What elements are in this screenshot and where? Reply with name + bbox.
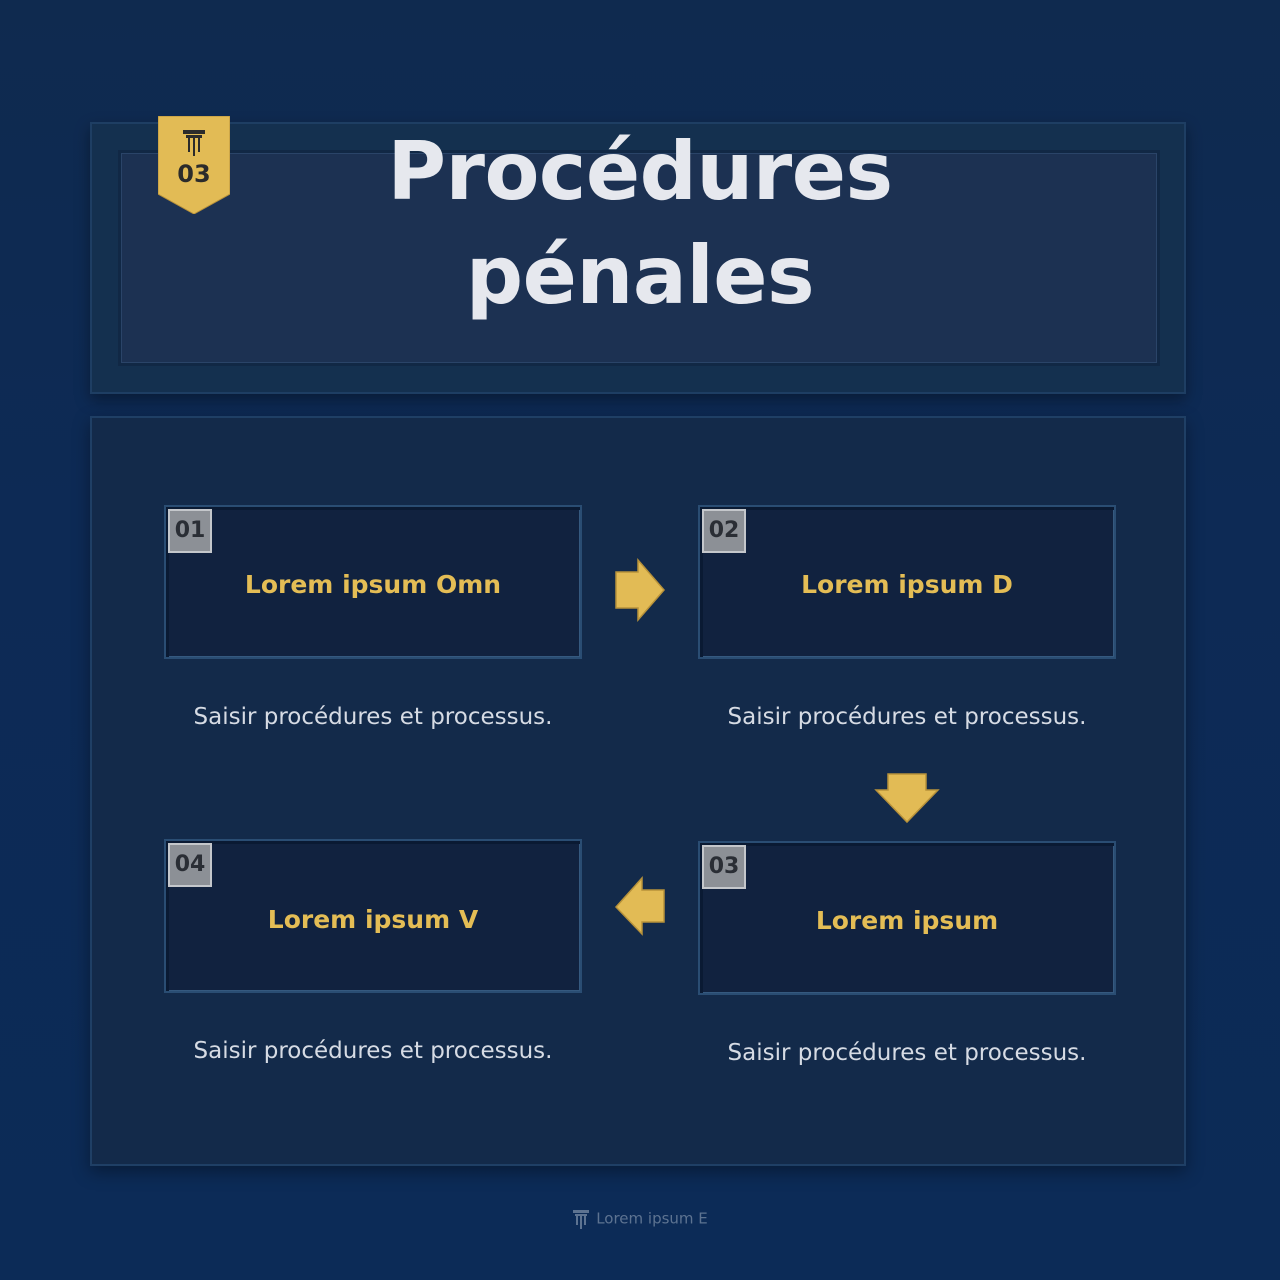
step-label-3: Lorem ipsum bbox=[815, 906, 999, 935]
step-description-3: Saisir procédures et processus. bbox=[727, 1040, 1087, 1066]
step-number-3: 03 bbox=[702, 845, 746, 889]
step-box-4 bbox=[164, 839, 582, 993]
step-number-4: 04 bbox=[168, 843, 212, 887]
arrow-left-icon bbox=[614, 876, 665, 936]
arrow-right-icon bbox=[615, 558, 665, 623]
step-number-2: 02 bbox=[702, 509, 746, 553]
header-panel bbox=[90, 122, 1186, 394]
step-label-1: Lorem ipsum Omn bbox=[244, 570, 502, 599]
footer-text: Lorem ipsum E bbox=[596, 1209, 708, 1228]
step-box-1 bbox=[164, 505, 582, 659]
step-box-3 bbox=[698, 841, 1116, 995]
step-number-1: 01 bbox=[168, 509, 212, 553]
footer: Lorem ipsum E bbox=[0, 1208, 1280, 1230]
header-inner-frame bbox=[118, 150, 1160, 366]
arrow-down-icon bbox=[874, 773, 940, 824]
page-title-line2: pénales bbox=[465, 229, 815, 322]
step-label-2: Lorem ipsum D bbox=[801, 570, 1013, 599]
step-description-1: Saisir procédures et processus. bbox=[193, 704, 553, 730]
pillar-icon bbox=[183, 130, 205, 156]
step-label-4: Lorem ipsum V bbox=[267, 905, 479, 934]
step-description-4: Saisir procédures et processus. bbox=[193, 1038, 553, 1064]
page-title-line1: Procédures bbox=[387, 125, 893, 218]
pillar-icon bbox=[573, 1210, 590, 1229]
badge-ribbon bbox=[158, 116, 230, 214]
badge-number: 03 bbox=[177, 160, 211, 188]
step-box-2 bbox=[698, 505, 1116, 659]
step-description-2: Saisir procédures et processus. bbox=[727, 704, 1087, 730]
